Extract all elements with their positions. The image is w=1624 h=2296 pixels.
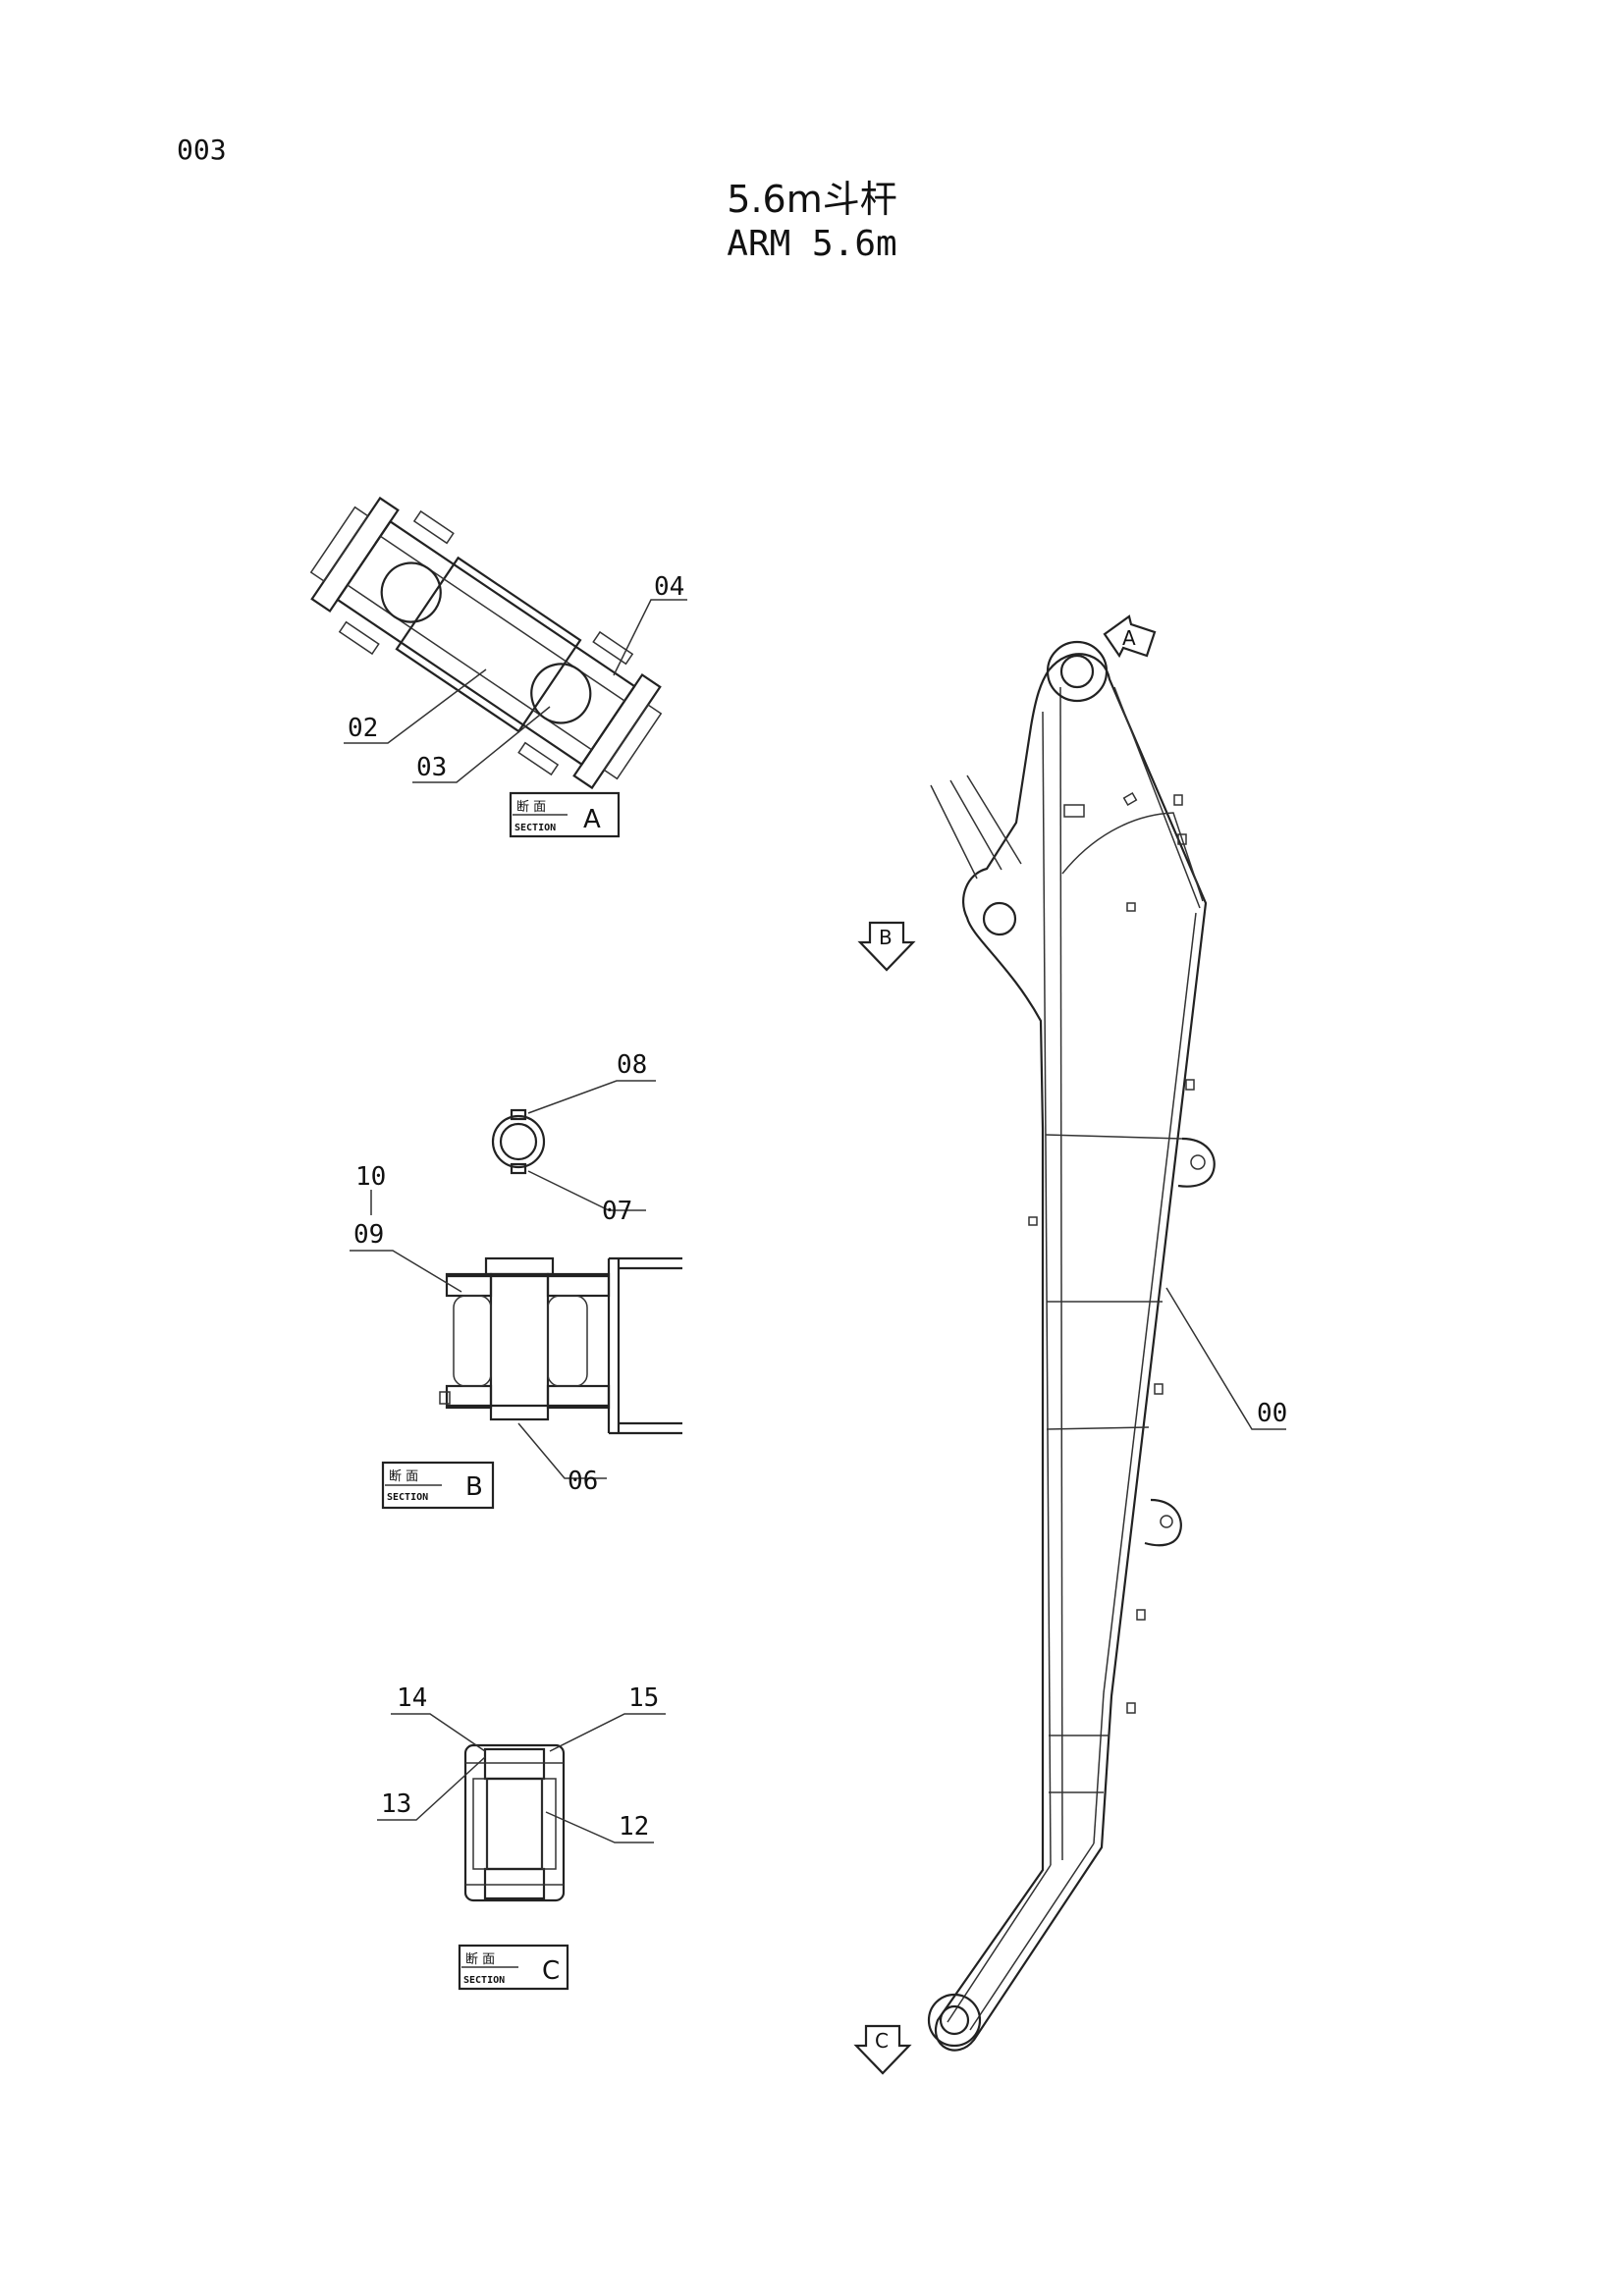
view-arrow-b: B — [857, 921, 916, 972]
section-b-letter: B — [465, 1472, 483, 1502]
view-arrow-c: C — [853, 2024, 912, 2075]
svg-text:断 面: 断 面 — [465, 1952, 495, 1967]
svg-text:断 面: 断 面 — [516, 800, 546, 815]
callout-14: 14 — [397, 1683, 427, 1713]
callout-15: 15 — [628, 1683, 659, 1713]
section-c-view: 14 15 13 12 断 面 SECTION C — [377, 1683, 666, 1991]
section-c-letter: C — [542, 1956, 560, 1986]
svg-text:A: A — [1122, 626, 1136, 650]
callout-09: 09 — [353, 1220, 384, 1250]
svg-text:SECTION: SECTION — [514, 823, 556, 833]
svg-text:断 面: 断 面 — [389, 1469, 418, 1484]
section-a-letter: A — [583, 805, 601, 834]
section-b-tag: 断 面 SECTION B — [381, 1461, 495, 1510]
svg-text:SECTION: SECTION — [463, 1975, 505, 1986]
page-number: 003 — [177, 133, 227, 166]
section-a-view: 04 02 03 断 面 SECTION A — [309, 496, 687, 838]
callout-03: 03 — [416, 753, 447, 782]
section-c-tag: 断 面 SECTION C — [458, 1944, 569, 1991]
callout-08: 08 — [617, 1050, 647, 1080]
callout-06: 06 — [568, 1467, 598, 1496]
callout-12: 12 — [619, 1812, 649, 1842]
callout-13: 13 — [381, 1789, 411, 1819]
callout-07: 07 — [602, 1197, 632, 1226]
section-b-view: 08 07 10 09 06 断 面 SECTION B — [350, 1050, 682, 1510]
title-chinese: 5.6m斗杆 — [727, 178, 897, 221]
svg-text:SECTION: SECTION — [387, 1492, 428, 1503]
callout-04: 04 — [654, 572, 684, 602]
section-a-tag: 断 面 SECTION A — [509, 791, 621, 838]
arm-drawing: 00 — [927, 640, 1287, 2052]
callout-02: 02 — [348, 714, 378, 743]
svg-text:C: C — [875, 2029, 889, 2053]
title-english: ARM 5.6m — [727, 224, 897, 264]
section-a-drawing — [309, 496, 663, 790]
callout-10: 10 — [355, 1162, 386, 1192]
callout-00: 00 — [1257, 1399, 1287, 1428]
view-arrow-a: A — [1103, 614, 1157, 659]
svg-text:B: B — [879, 926, 893, 949]
